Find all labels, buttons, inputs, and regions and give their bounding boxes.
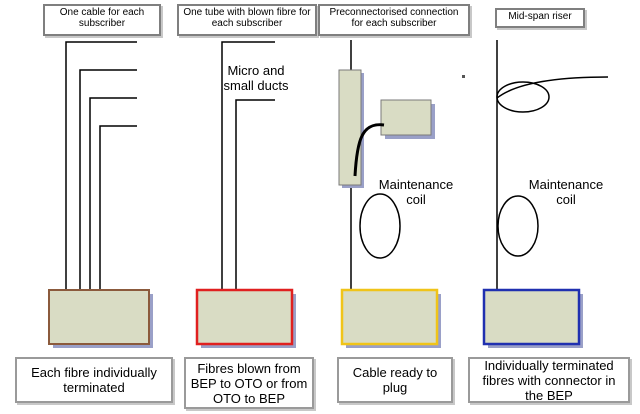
bep-box-3 <box>340 288 439 346</box>
maintenance-coil <box>359 193 401 259</box>
column-2-ducts <box>221 41 275 290</box>
cable-line <box>99 125 137 290</box>
header-label-3: Preconnectorised connection for each sub… <box>318 4 470 36</box>
header-label-2: One tube with blown fibre for each subsc… <box>177 4 317 36</box>
bep-boxes <box>48 288 583 348</box>
riser-loop <box>496 81 550 113</box>
column-1-cables <box>65 41 137 290</box>
header-label-4: Mid-span riser <box>495 8 585 28</box>
column-4-midspan <box>496 40 609 290</box>
bep-box-2 <box>195 288 294 346</box>
bep-box-4 <box>482 288 581 346</box>
header-label-1: One cable for each subscriber <box>43 4 161 36</box>
cable-line <box>89 97 137 290</box>
connector-box <box>380 99 432 136</box>
duct-line <box>221 41 275 290</box>
micro-ducts-label: Micro and small ducts <box>223 63 289 93</box>
riser-branch <box>496 76 609 99</box>
caption-4: Individually terminated fibres with conn… <box>468 357 630 403</box>
caption-1: Each fibre individually terminated <box>15 357 173 403</box>
maintenance-coil <box>497 195 539 257</box>
splice-closure <box>338 69 362 186</box>
cable-line <box>79 69 137 290</box>
duct-line <box>235 99 275 290</box>
maintenance-coil-label-4: Maintenance coil <box>528 177 604 207</box>
caption-3: Cable ready to plug <box>337 357 453 403</box>
cable-line <box>65 41 137 290</box>
maintenance-coil-label-3: Maintenance coil <box>378 177 454 207</box>
caption-2: Fibres blown from BEP to OTO or from OTO… <box>184 357 314 409</box>
patch-cable <box>353 123 385 177</box>
dot-marker <box>462 75 465 78</box>
column-3-preconnect <box>338 40 465 290</box>
bep-box-1 <box>48 289 150 345</box>
